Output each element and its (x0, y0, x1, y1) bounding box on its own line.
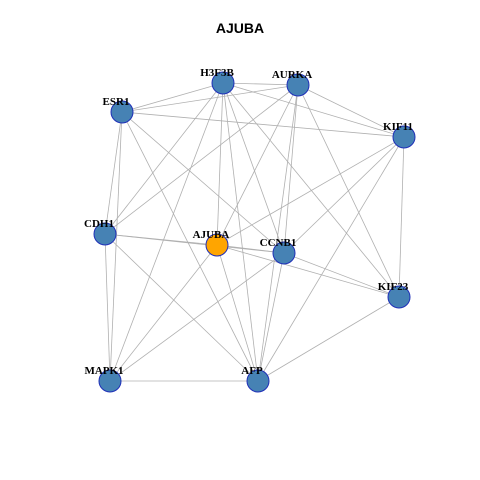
node-label-esr1: ESR1 (103, 96, 130, 108)
edge-h3f3b-kif11 (222, 82, 405, 138)
edge-aurka-ccnb1 (283, 84, 299, 254)
edge-ccnb1-mapk1 (109, 252, 285, 382)
edge-ccnb1-afp (257, 252, 285, 382)
node-label-cdh1: CDH1 (84, 218, 114, 230)
node-cdh1 (93, 222, 117, 246)
edge-aurka-ajuba (216, 84, 299, 246)
edge-aurka-cdh1 (104, 84, 299, 235)
edge-esr1-aurka (121, 84, 299, 113)
node-layer (93, 71, 416, 393)
edge-esr1-cdh1 (104, 111, 123, 235)
edge-h3f3b-mapk1 (109, 82, 224, 382)
edge-layer (104, 82, 405, 382)
edge-aurka-kif11 (297, 84, 405, 138)
edge-h3f3b-kif23 (222, 82, 400, 298)
edge-esr1-h3f3b (121, 82, 224, 113)
node-kif23 (387, 285, 411, 309)
edge-ccnb1-kif23 (283, 252, 400, 298)
edge-h3f3b-afp (222, 82, 259, 382)
edge-esr1-ccnb1 (121, 111, 285, 254)
node-h3f3b (211, 71, 235, 95)
node-label-kif23: KIF23 (378, 281, 409, 293)
edge-h3f3b-ccnb1 (222, 82, 285, 254)
diagram-title: AJUBA (215, 20, 265, 36)
edge-esr1-afp (121, 111, 259, 382)
edge-h3f3b-aurka (222, 82, 299, 86)
node-label-mapk1: MAPK1 (84, 365, 123, 377)
node-ccnb1 (272, 241, 296, 265)
node-aurka (286, 73, 310, 97)
edge-h3f3b-cdh1 (104, 82, 224, 235)
edge-kif23-afp (257, 296, 400, 382)
edge-aurka-afp (257, 84, 299, 382)
edge-kif11-kif23 (398, 136, 405, 298)
node-esr1 (110, 100, 134, 124)
edge-kif11-afp (257, 136, 405, 382)
node-ajuba (205, 233, 229, 257)
edge-esr1-mapk1 (109, 111, 123, 382)
node-label-h3f3b: H3F3B (200, 67, 234, 79)
node-mapk1 (98, 369, 122, 393)
edge-cdh1-mapk1 (104, 233, 111, 382)
edge-ajuba-kif23 (216, 244, 400, 298)
edge-ajuba-mapk1 (109, 244, 218, 382)
node-label-afp: AFP (241, 365, 263, 377)
edge-kif11-ajuba (216, 136, 405, 246)
node-label-aurka: AURKA (272, 69, 312, 81)
node-kif11 (392, 125, 416, 149)
node-label-ccnb1: CCNB1 (260, 237, 297, 249)
node-afp (246, 369, 270, 393)
node-label-kif11: KIF11 (383, 121, 413, 133)
edge-ajuba-afp (216, 244, 259, 382)
edge-kif11-ccnb1 (283, 136, 405, 254)
edge-esr1-kif11 (121, 111, 405, 138)
node-label-ajuba: AJUBA (193, 229, 230, 241)
edge-h3f3b-ajuba (216, 82, 224, 246)
edge-cdh1-afp (104, 233, 259, 382)
